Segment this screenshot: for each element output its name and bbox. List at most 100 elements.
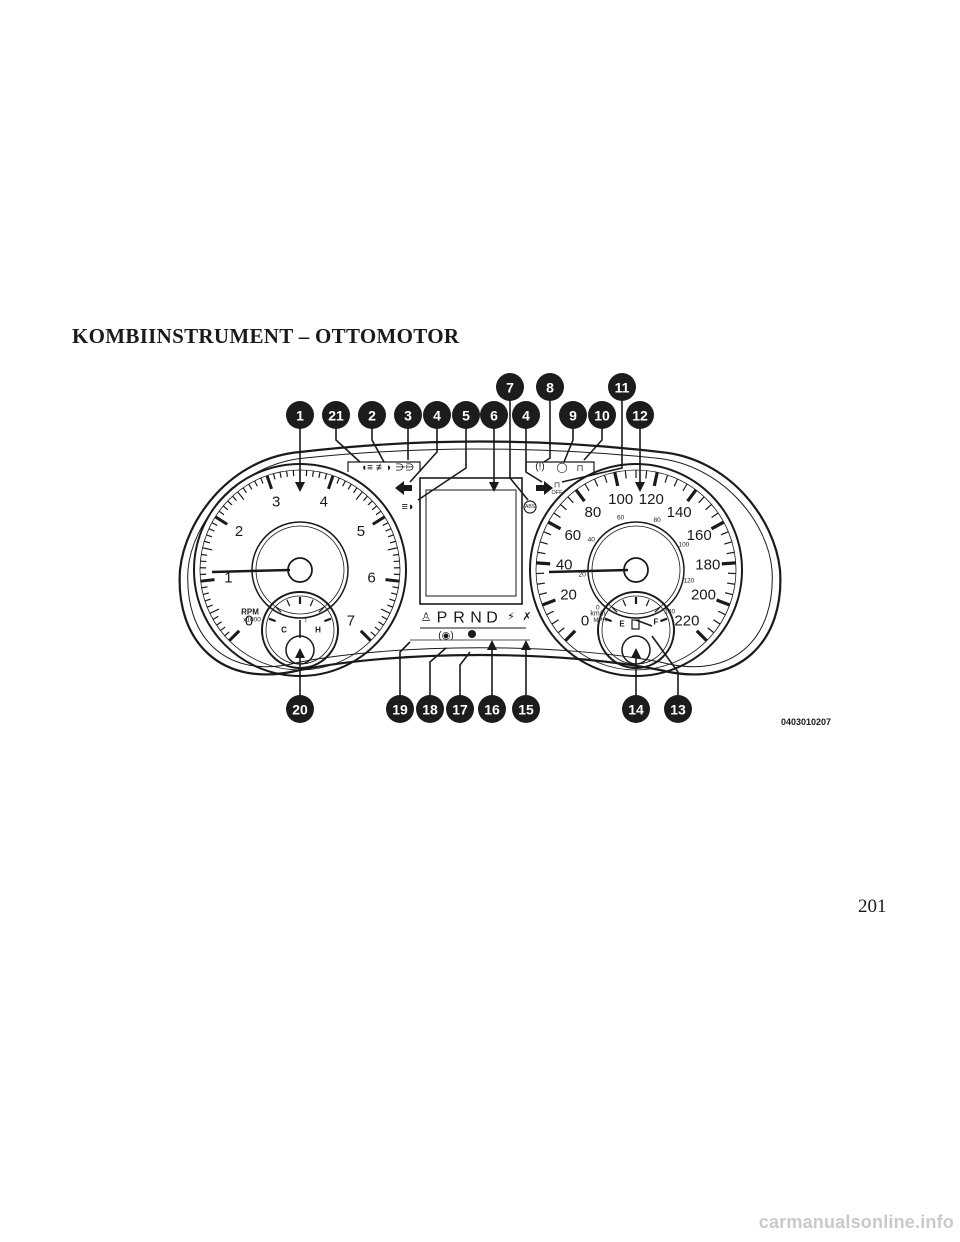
small-gauge-tick xyxy=(275,606,282,613)
speed-tick xyxy=(560,504,567,511)
callout-number: 19 xyxy=(392,702,408,718)
right-turn-signal-icon xyxy=(536,481,553,495)
callout-number: 18 xyxy=(422,702,438,718)
tach-tick xyxy=(391,592,398,596)
speed-tick xyxy=(726,551,735,555)
callout-11: 11 xyxy=(608,373,636,401)
speed-number-kmh: 140 xyxy=(667,504,692,521)
small-gauge-tick xyxy=(268,617,276,623)
front-fog-lamp-icon: ≢◗ xyxy=(376,463,392,474)
tach-tick xyxy=(378,621,384,626)
callout-12: 12 xyxy=(626,401,654,429)
tach-tick xyxy=(381,615,388,620)
page-title: KOMBIINSTRUMENT – OTTOMOTOR xyxy=(72,324,460,348)
callout-14: 14 xyxy=(622,695,650,723)
tach-number: 5 xyxy=(357,523,365,540)
tach-number: 6 xyxy=(367,570,375,587)
callout-10: 10 xyxy=(588,401,616,429)
tach-tick xyxy=(220,626,226,632)
callout-13: 13 xyxy=(664,695,692,723)
tach-tick xyxy=(382,522,389,526)
callout-number: 7 xyxy=(506,380,514,396)
tach-tick xyxy=(353,487,358,494)
speed-tick xyxy=(537,551,546,555)
tach-tick xyxy=(359,629,372,642)
callout-number: 4 xyxy=(433,408,441,424)
tach-tick xyxy=(224,631,230,637)
tach-tick xyxy=(279,471,282,479)
callout-number: 9 xyxy=(569,408,577,424)
callout-3: 3 xyxy=(394,401,422,429)
small-gauge-tick xyxy=(622,599,627,607)
rear-fog-lamp-icon: ◖≡ xyxy=(361,463,373,474)
speed-number-kmh: 80 xyxy=(585,504,602,521)
parking-lamp-icon: ⋺⋻ xyxy=(396,463,415,474)
speed-number-kmh: 220 xyxy=(674,612,699,629)
callout-19: 19 xyxy=(386,695,414,723)
tach-tick xyxy=(242,487,247,494)
tach-tick xyxy=(324,473,328,480)
speed-tick xyxy=(710,520,725,531)
speed-tick xyxy=(557,627,565,634)
speed-number-kmh: 180 xyxy=(695,556,720,573)
tach-number: 0 xyxy=(245,612,253,629)
seatbelt-icon: ♙ xyxy=(421,610,432,624)
tach-tick xyxy=(204,540,211,544)
center-display-screen xyxy=(425,489,517,597)
center-display-outer xyxy=(419,477,523,605)
tach-tick xyxy=(232,495,238,502)
tach-tick xyxy=(380,608,391,614)
tach-tick xyxy=(222,505,229,511)
callout-number: 4 xyxy=(522,408,530,424)
tach-tick xyxy=(201,553,208,556)
callout-7: 7 xyxy=(496,373,524,401)
speed-tick xyxy=(574,488,586,503)
gear-n: N xyxy=(470,610,482,627)
callout-21: 21 xyxy=(322,401,350,429)
callout-number: 8 xyxy=(546,380,554,396)
small-gauge-tick xyxy=(660,617,668,623)
speed-tick xyxy=(686,488,698,503)
callout-number: 3 xyxy=(404,408,412,424)
speed-tick xyxy=(707,627,715,634)
tach-tick xyxy=(387,534,394,538)
speed-tick xyxy=(724,541,733,545)
tach-tick xyxy=(371,505,378,511)
callout-number: 1 xyxy=(296,408,304,424)
speed-tick xyxy=(546,610,554,616)
small-gauge-tick xyxy=(604,617,612,623)
speed-tick xyxy=(603,474,608,483)
tach-tick xyxy=(326,475,335,490)
callout-number: 21 xyxy=(328,408,344,424)
tach-tick xyxy=(209,608,220,614)
tach-tick xyxy=(211,522,218,526)
callout-9: 9 xyxy=(559,401,587,429)
speed-hub xyxy=(623,557,649,583)
tach-tick xyxy=(204,598,211,602)
tach-tick xyxy=(387,604,394,608)
speed-tick xyxy=(726,582,736,585)
callout-number: 14 xyxy=(628,702,644,718)
tach-tick xyxy=(389,540,396,544)
speed-number-mph: 80 xyxy=(653,517,661,524)
gear-p: P xyxy=(437,610,448,627)
tach-tick xyxy=(347,483,352,490)
tach-tick xyxy=(362,495,368,502)
speed-tick xyxy=(593,478,599,487)
speed-number-kmh: 0 xyxy=(581,612,589,629)
callout-number: 11 xyxy=(615,380,630,396)
tach-tick xyxy=(200,560,207,563)
traction-control-icon: ⊓ xyxy=(576,463,583,473)
tach-tick xyxy=(237,491,245,501)
callout-number: 2 xyxy=(368,408,376,424)
tach-tick xyxy=(375,510,382,516)
rpm-multiplier: x1000 xyxy=(243,617,261,624)
tach-tick xyxy=(385,528,392,532)
high-beam-icon: ≡◗ xyxy=(401,501,414,513)
tach-tick xyxy=(214,515,228,526)
speed-tick xyxy=(716,598,731,607)
tach-tick xyxy=(318,471,321,479)
speed-tick xyxy=(551,619,559,625)
callout-8: 8 xyxy=(536,373,564,401)
